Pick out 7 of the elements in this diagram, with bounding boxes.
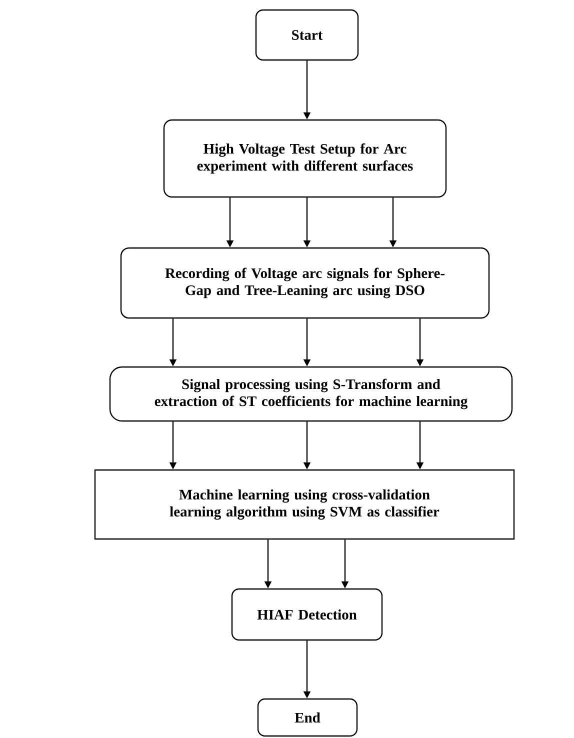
process-box: Start	[255, 9, 359, 61]
process-box: HIAF Detection	[231, 588, 383, 641]
process-box: End	[257, 698, 358, 737]
process-box: Recording of Voltage arc signals for Sphere-Gap and Tree-Leaning arc using DSO	[120, 247, 490, 319]
process-box: Signal processing using S-Transform and extraction of ST coefficients for machine learning	[109, 366, 513, 422]
process-box: Machine learning using cross-validation learning algorithm using SVM as classifier	[94, 469, 515, 540]
process-box: High Voltage Test Setup for Arc experiment with different surfaces	[163, 119, 447, 198]
